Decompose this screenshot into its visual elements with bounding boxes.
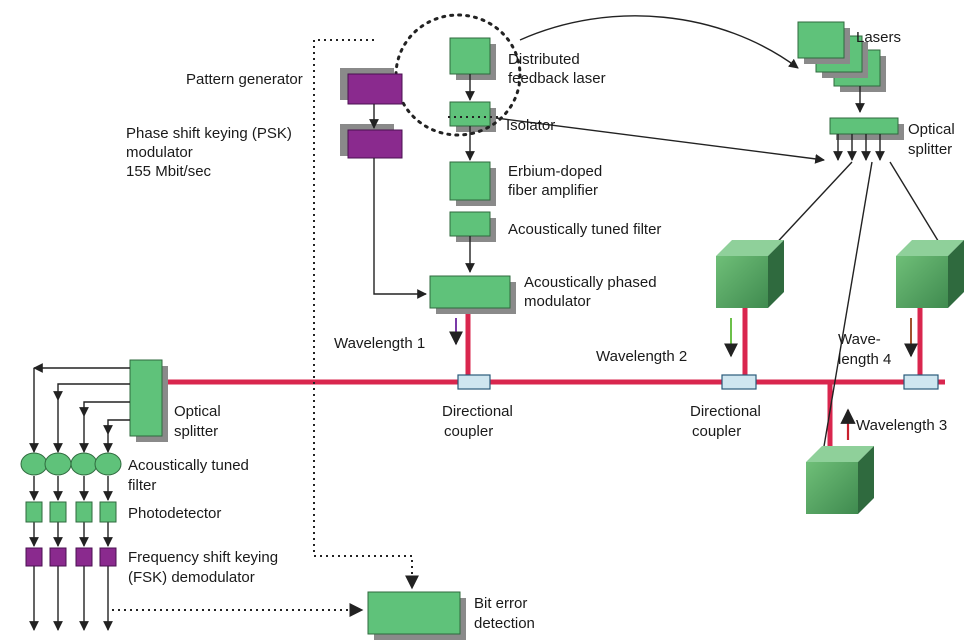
- curved-arrow-to-lasers: [519, 15, 799, 69]
- label-wavelength-4-2: length 4: [838, 351, 891, 368]
- label-bit-error-1: Bit error: [474, 595, 527, 612]
- label-atf-top: Acoustically tuned filter: [508, 221, 661, 238]
- splitter-feed-4: [103, 419, 130, 435]
- label-splitter-right-1: Optical: [908, 121, 955, 138]
- laser1-box: [797, 21, 845, 59]
- label-wavelength-1: Wavelength 1: [334, 335, 425, 352]
- label-wavelength-3: Wavelength 3: [856, 417, 947, 434]
- directional-coupler-2: [721, 374, 757, 390]
- label-fsk-2: (FSK) demodulator: [128, 569, 255, 586]
- label-wavelength-4-1: Wave-: [838, 331, 881, 348]
- label-apm-2: modulator: [524, 293, 591, 310]
- arrow-psk-apm: [373, 158, 427, 299]
- label-edfa-1: Erbium-doped: [508, 163, 602, 180]
- photodetectors: [25, 501, 117, 523]
- label-fsk-1: Frequency shift keying: [128, 549, 278, 566]
- label-edfa-2: fiber amplifier: [508, 182, 598, 199]
- label-atf-left-2: filter: [128, 477, 156, 494]
- directional-coupler-3: [903, 374, 939, 390]
- receiver-chains: [29, 368, 113, 631]
- cube-wavelength4: [896, 240, 964, 308]
- label-photodetector: Photodetector: [128, 505, 221, 522]
- dfb-laser-box: [449, 37, 491, 75]
- line-isolator-splitter: [495, 117, 825, 164]
- cube-wavelength2: [716, 240, 784, 308]
- bit-error-box: [367, 591, 461, 635]
- label-psk-2: modulator: [126, 144, 193, 161]
- label-dir-coupler-1b: coupler: [444, 423, 493, 440]
- cube-wavelength3: [806, 446, 874, 514]
- label-dir-coupler-1a: Directional: [442, 403, 513, 420]
- directional-coupler-1: [457, 374, 491, 390]
- label-isolator: Isolator: [506, 117, 555, 134]
- label-bit-error-2: detection: [474, 615, 535, 632]
- splitter-feed-2: [53, 383, 130, 401]
- label-dir-coupler-2a: Directional: [690, 403, 761, 420]
- label-psk-1: Phase shift keying (PSK): [126, 125, 292, 142]
- apm-box: [429, 275, 511, 309]
- label-wavelength-2: Wavelength 2: [596, 348, 687, 365]
- atf-top-box: [449, 211, 491, 237]
- label-splitter-left-2: splitter: [174, 423, 218, 440]
- fsk-demodulators: [25, 547, 117, 567]
- label-apm-1: Acoustically phased: [524, 274, 657, 291]
- label-splitter-left-1: Optical: [174, 403, 221, 420]
- atf-left-filters: [20, 452, 122, 476]
- label-dir-coupler-2b: coupler: [692, 423, 741, 440]
- psk-modulator-box: [347, 129, 403, 159]
- splitter-right-box: [829, 117, 899, 135]
- label-pattern-generator: Pattern generator: [186, 71, 303, 88]
- line-splitter-cube2: [769, 161, 853, 251]
- line-splitter-cube4: [889, 161, 941, 245]
- label-dfb-2: feedback laser: [508, 70, 606, 87]
- label-psk-3: 155 Mbit/sec: [126, 163, 212, 180]
- dotted-line-pg-bed: [313, 39, 419, 590]
- edfa-box: [449, 161, 491, 201]
- label-dfb-1: Distributed: [508, 51, 580, 68]
- splitter-left-box: [129, 359, 163, 437]
- label-lasers: Lasers: [856, 29, 901, 46]
- label-atf-left-1: Acoustically tuned: [128, 457, 249, 474]
- pattern-generator-box: [347, 73, 403, 105]
- splitter-feed-3: [79, 401, 130, 417]
- line-splitter-cube3: [819, 161, 873, 471]
- label-splitter-right-2: splitter: [908, 141, 952, 158]
- isolator-box: [449, 101, 491, 127]
